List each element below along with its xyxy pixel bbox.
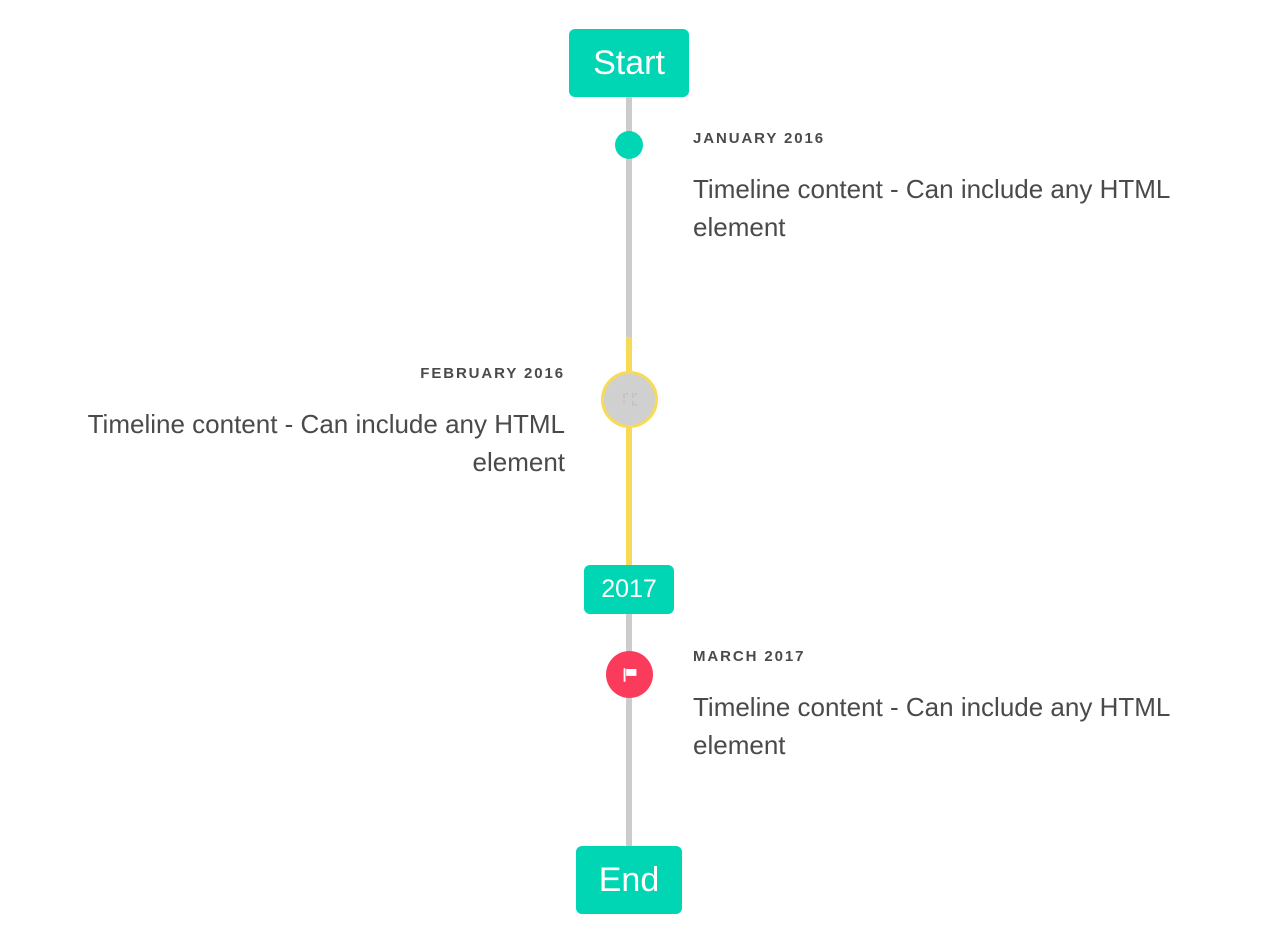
timeline-line-segment-highlight bbox=[626, 337, 632, 565]
timeline-entry-date: JANUARY 2016 bbox=[693, 130, 826, 147]
timeline-entry-body: Timeline content - Can include any HTML … bbox=[693, 692, 1170, 761]
timeline-badge-start-label: Start bbox=[593, 43, 665, 82]
timeline-entry-february: FEBRUARY 2016 Timeline content - Can inc… bbox=[35, 365, 565, 482]
timeline-line-segment-top bbox=[626, 96, 632, 337]
timeline-marker-january[interactable] bbox=[615, 131, 643, 159]
timeline-entry-january: JANUARY 2016 Timeline content - Can incl… bbox=[693, 130, 1223, 247]
timeline-entry-date: FEBRUARY 2016 bbox=[420, 365, 565, 382]
timeline-badge-year-label: 2017 bbox=[601, 575, 657, 603]
timeline-entry-body: Timeline content - Can include any HTML … bbox=[87, 409, 565, 478]
timeline-entry-body: Timeline content - Can include any HTML … bbox=[693, 174, 1170, 243]
timeline-entry-date: MARCH 2017 bbox=[693, 648, 806, 665]
timeline-badge-start[interactable]: Start bbox=[569, 29, 689, 97]
timeline-marker-february[interactable] bbox=[601, 371, 658, 428]
flag-icon bbox=[619, 664, 641, 686]
timeline-line-segment-bottom bbox=[626, 614, 632, 846]
broken-image-icon bbox=[622, 392, 638, 408]
timeline-marker-march[interactable] bbox=[606, 651, 653, 698]
timeline-entry-march: MARCH 2017 Timeline content - Can includ… bbox=[693, 648, 1223, 765]
timeline-badge-year[interactable]: 2017 bbox=[584, 565, 674, 614]
timeline-badge-end[interactable]: End bbox=[576, 846, 682, 914]
timeline-badge-end-label: End bbox=[598, 860, 660, 899]
